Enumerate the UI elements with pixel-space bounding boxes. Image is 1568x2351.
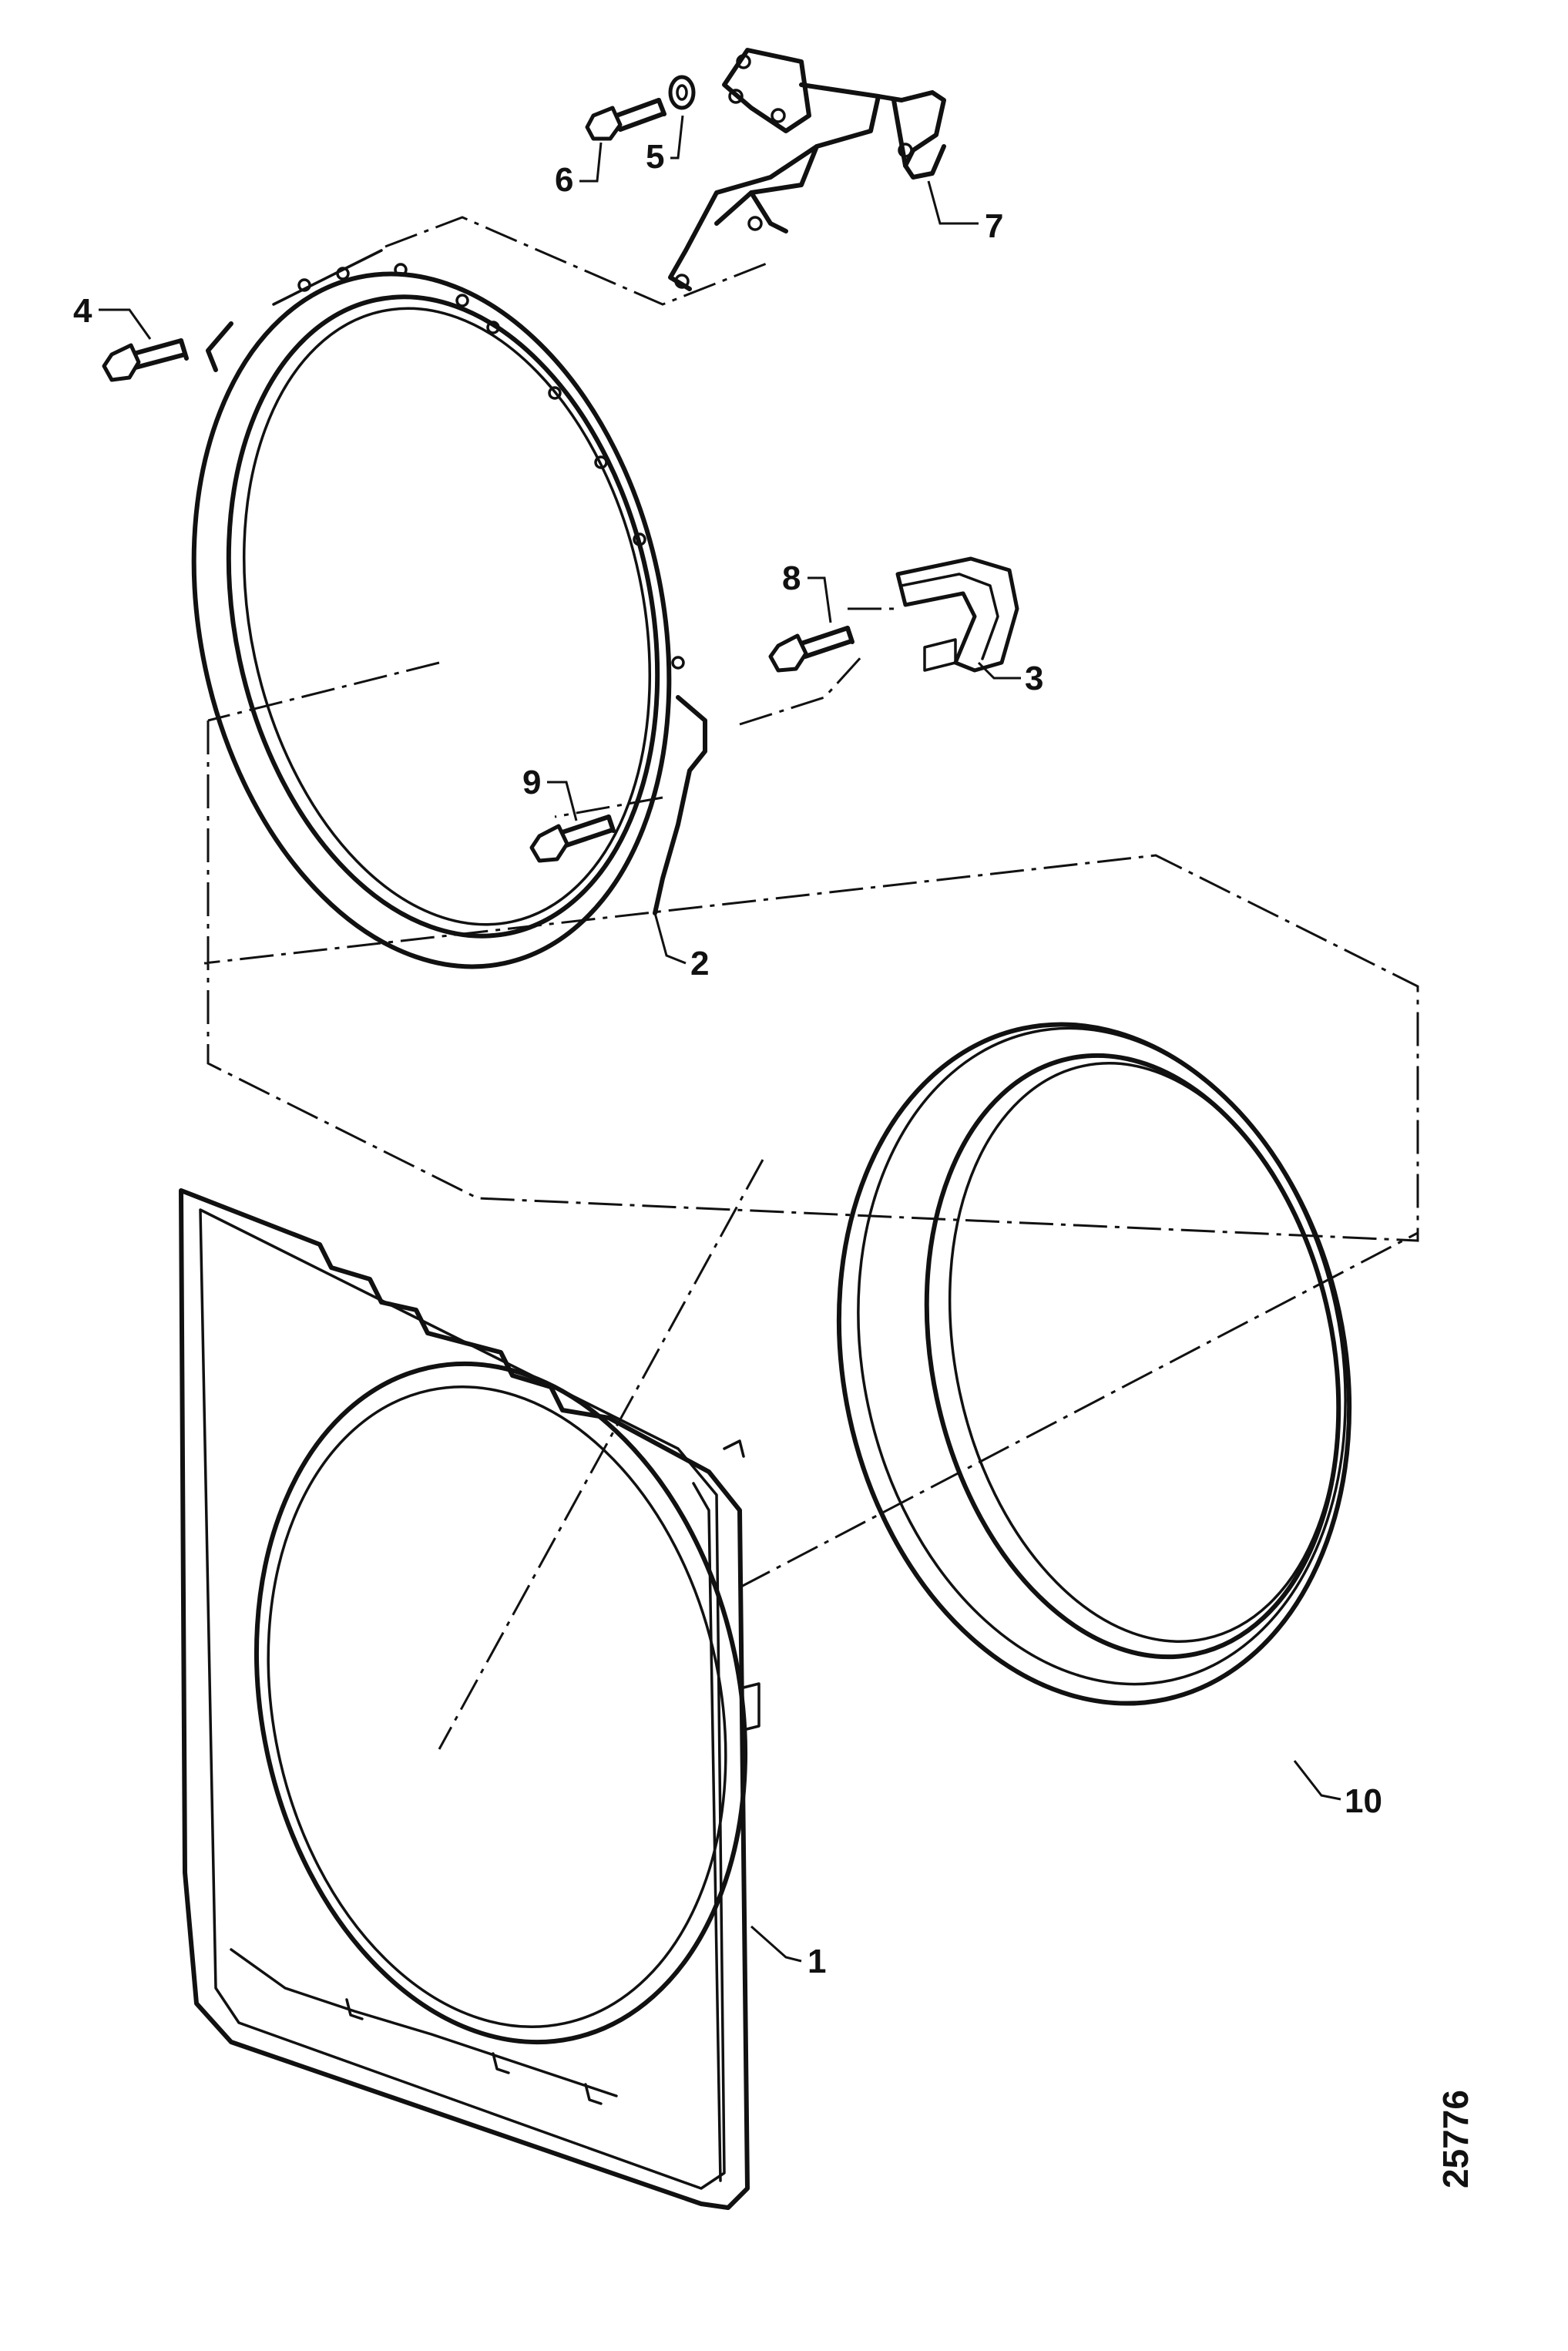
callout-5: 5 — [646, 138, 664, 176]
callout-9: 9 — [522, 764, 541, 801]
clip-part-3 — [895, 556, 1019, 673]
bolt-part-9 — [529, 814, 616, 863]
callout-3: 3 — [1025, 660, 1043, 697]
callout-2: 2 — [690, 945, 709, 982]
bolt-part-8 — [768, 626, 855, 673]
fan-ring-part-2 — [191, 249, 707, 969]
callout-6: 6 — [555, 161, 573, 199]
callout-1: 1 — [808, 1943, 826, 1980]
fan-shroud-part-1 — [179, 1188, 760, 2210]
drawing-number: 25776 — [1435, 2090, 1476, 2188]
bolt-part-4 — [102, 338, 189, 382]
bracket-part-7 — [668, 48, 946, 291]
callout-4: 4 — [73, 292, 92, 330]
leader-lines — [99, 115, 1341, 1963]
callouts: 1 2 3 4 5 6 7 8 9 10 — [73, 138, 1382, 1980]
bolt-part-6 — [585, 98, 666, 141]
shroud-ring-part-10 — [836, 1022, 1352, 1706]
callout-8: 8 — [782, 559, 801, 597]
callout-10: 10 — [1345, 1782, 1382, 1820]
assembly-lines — [203, 216, 1419, 1750]
callout-7: 7 — [985, 207, 1003, 245]
washer-part-5 — [668, 75, 696, 110]
